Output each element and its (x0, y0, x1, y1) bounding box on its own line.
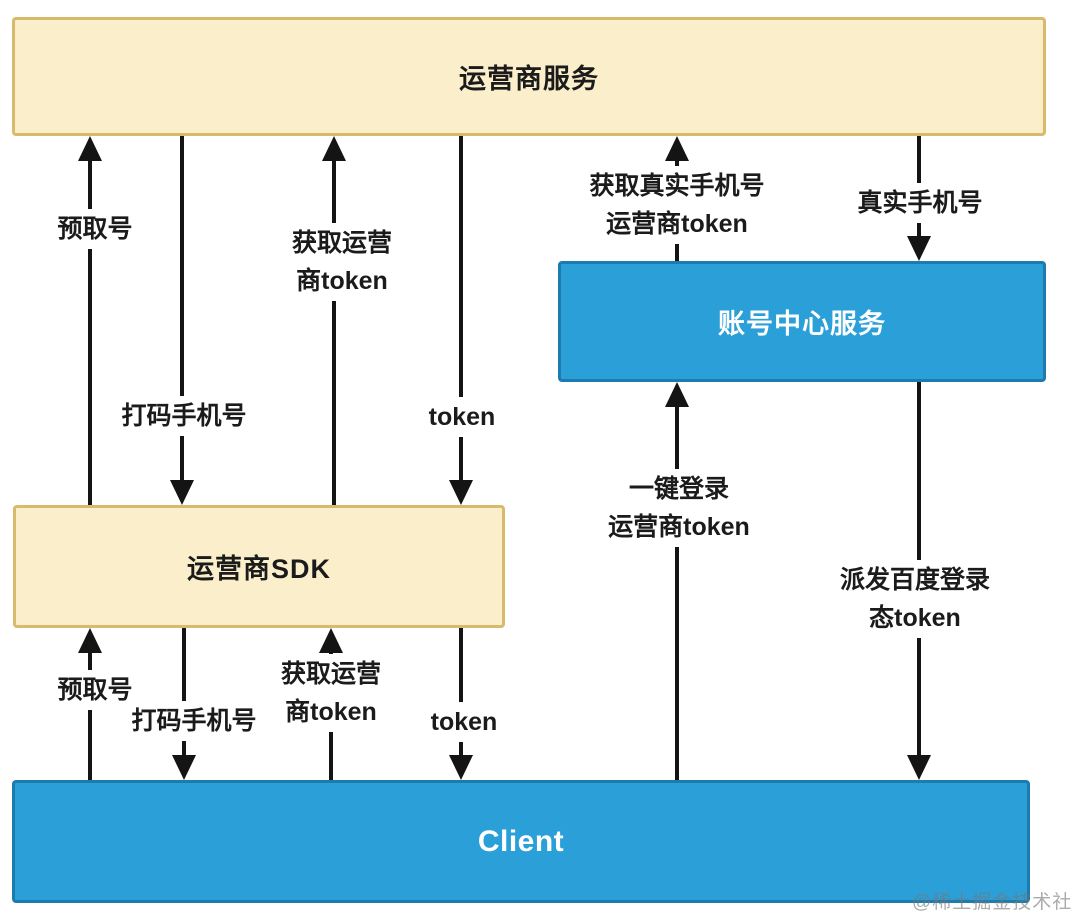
operator-service-title: 运营商服务 (459, 64, 599, 94)
arrowhead-up-icon (319, 628, 343, 653)
arrowhead-up-icon (322, 136, 346, 161)
label-dispatch-token: 派发百度登录态token (832, 560, 998, 638)
arrow-line-masked-phone-down (180, 136, 184, 483)
arrowhead-down-icon (907, 236, 931, 261)
arrow-line-get-operator-token-up (332, 158, 336, 505)
operator-sdk-title: 运营商SDK (186, 554, 331, 584)
arrowhead-down-icon (907, 755, 931, 780)
arrow-line-token-down-bottom (459, 628, 463, 758)
arrowhead-down-icon (172, 755, 196, 780)
arrow-line-prefetch-up-bottom (88, 650, 92, 780)
arrow-line-masked-phone-down-bottom (182, 628, 186, 758)
client-title: Client (477, 824, 565, 858)
arrowhead-up-icon (78, 628, 102, 653)
arrow-line-prefetch-up (88, 158, 92, 505)
operator-sdk-box: 运营商SDK (13, 505, 505, 628)
label-one-click-login: 一键登录 运营商token (603, 469, 755, 547)
arrowhead-down-icon (449, 480, 473, 505)
account-center-box: 账号中心服务 (558, 261, 1046, 382)
arrowhead-up-icon (78, 136, 102, 161)
operator-service-box: 运营商服务 (12, 17, 1046, 136)
arrow-line-token-down (459, 136, 463, 483)
label-get-real-phone: 获取真实手机号 运营商token (584, 166, 770, 244)
label-prefetch-top: 预取号 (52, 209, 138, 249)
label-prefetch-bottom: 预取号 (52, 670, 138, 710)
account-center-title: 账号中心服务 (718, 309, 886, 339)
client-box: Client (12, 780, 1030, 903)
label-token-top: token (423, 397, 501, 437)
label-real-phone: 真实手机号 (852, 183, 988, 223)
arrowhead-up-icon (665, 382, 689, 407)
juejin-watermark: @稀土掘金技术社区 (912, 892, 1073, 913)
arrow-line-one-click-login-up (675, 404, 679, 780)
label-token-bottom: token (425, 702, 503, 742)
label-masked-phone-bottom: 打码手机号 (126, 701, 262, 741)
label-get-operator-token-top: 获取运营 商token (286, 223, 398, 301)
label-masked-phone-top: 打码手机号 (116, 396, 252, 436)
arrowhead-up-icon (665, 136, 689, 161)
arrowhead-down-icon (449, 755, 473, 780)
arrowhead-down-icon (170, 480, 194, 505)
label-get-operator-token-bottom: 获取运营 商token (275, 654, 387, 732)
